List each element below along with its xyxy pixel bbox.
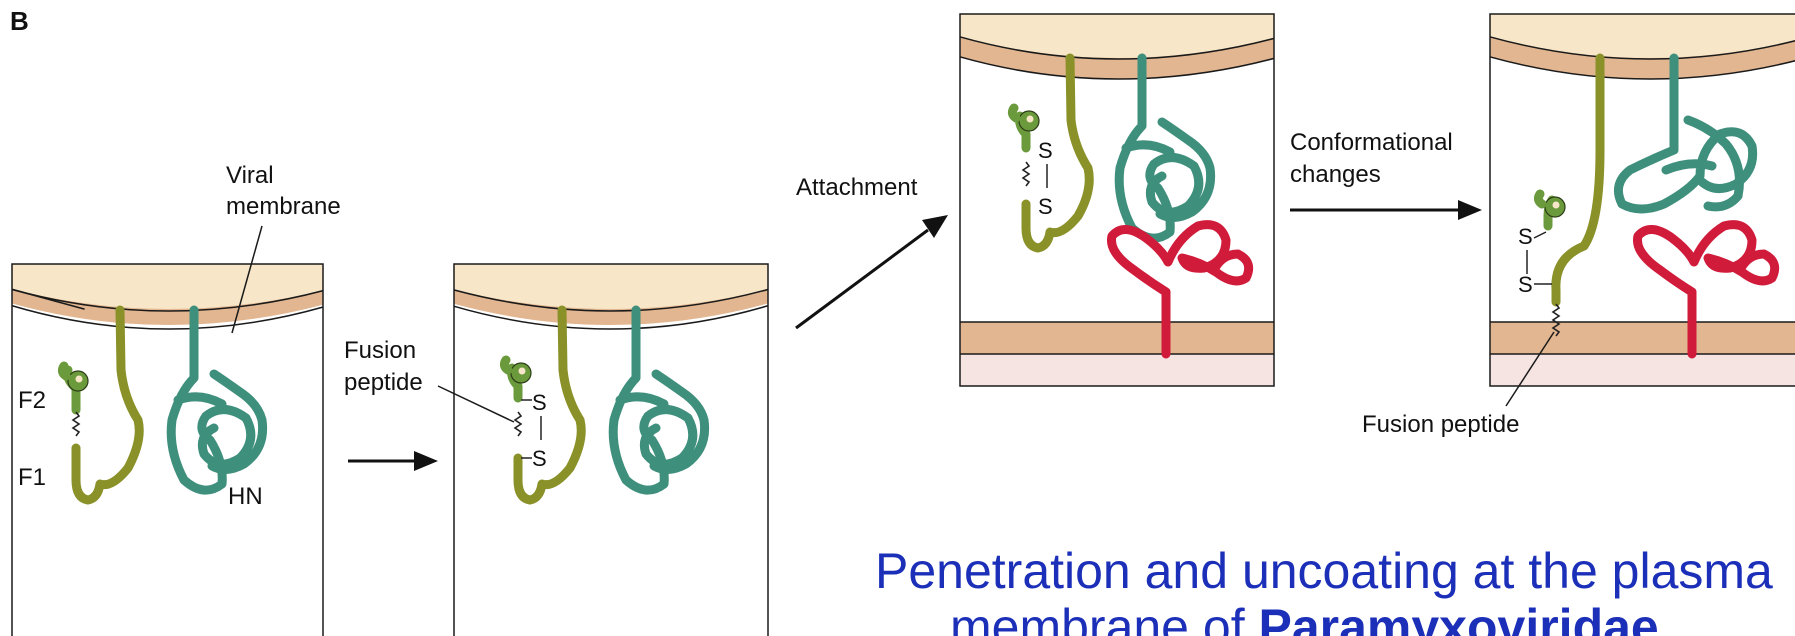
f1-protein-panel2 <box>518 310 581 500</box>
f1-protein <box>76 310 139 500</box>
f2-protein-panel4 <box>1538 194 1565 226</box>
arrow-conformational: Conformational changes <box>1290 129 1482 220</box>
disulfide-s-top-panel2: S <box>532 390 547 415</box>
viral-membrane-label-line1: Viral <box>226 162 274 189</box>
disulfide-s-top-panel4: S <box>1518 224 1533 249</box>
disulfide-s-top-panel3: S <box>1038 138 1053 163</box>
f2-protein-panel3 <box>1012 108 1039 148</box>
arrow-1 <box>348 451 438 471</box>
f1-label: F1 <box>18 464 46 491</box>
viral-membrane-label-line2: membrane <box>226 193 341 220</box>
fusion-peptide-label-line2: peptide <box>344 369 423 396</box>
panel-1-initial-state: Viral membrane F2 F1 HN <box>0 162 341 636</box>
panel-3-attachment: S S <box>950 12 1290 392</box>
panel-letter: B <box>10 6 29 36</box>
f1-protein-panel4 <box>1556 58 1600 302</box>
hn-protein-panel2 <box>613 310 704 490</box>
hn-protein-panel3 <box>1119 58 1210 238</box>
fusion-peptide-squiggle-panel2 <box>515 412 521 436</box>
disulfide-s-bottom-panel2: S <box>532 446 547 471</box>
caption-line2-prefix: membrane of <box>950 599 1258 636</box>
hn-label: HN <box>228 483 263 510</box>
fusion-peptide-bottom-label: Fusion peptide <box>1362 411 1519 438</box>
fusion-peptide-squiggle <box>73 412 79 436</box>
caption-line1: Penetration and uncoating at the plasma <box>875 543 1773 599</box>
fusion-peptide-pointer <box>438 386 514 422</box>
panel-2-fusion-peptide: S S Fusion peptide <box>344 262 780 636</box>
f1-protein-panel3 <box>1026 58 1089 248</box>
hn-protein <box>171 310 262 490</box>
caption-line2-bold: Paramyxoviridae <box>1258 599 1658 636</box>
arrow-attachment: Attachment <box>796 174 948 328</box>
fusion-peptide-label-line1: Fusion <box>344 337 416 364</box>
f2-protein <box>62 366 88 410</box>
conformational-label-line1: Conformational <box>1290 129 1453 156</box>
f2-protein-panel2 <box>504 360 531 398</box>
f2-label: F2 <box>18 387 46 414</box>
conformational-label-line2: changes <box>1290 161 1381 188</box>
disulfide-s-bottom-panel3: S <box>1038 194 1053 219</box>
disulfide-s-bottom-panel4: S <box>1518 272 1533 297</box>
panel-4-conformational: S S Fusion peptide <box>1362 12 1795 438</box>
hn-protein-panel4 <box>1618 58 1752 209</box>
attachment-label: Attachment <box>796 174 918 201</box>
fusion-peptide-squiggle-panel3 <box>1023 162 1029 186</box>
caption-line2: membrane of Paramyxoviridae <box>950 599 1659 636</box>
